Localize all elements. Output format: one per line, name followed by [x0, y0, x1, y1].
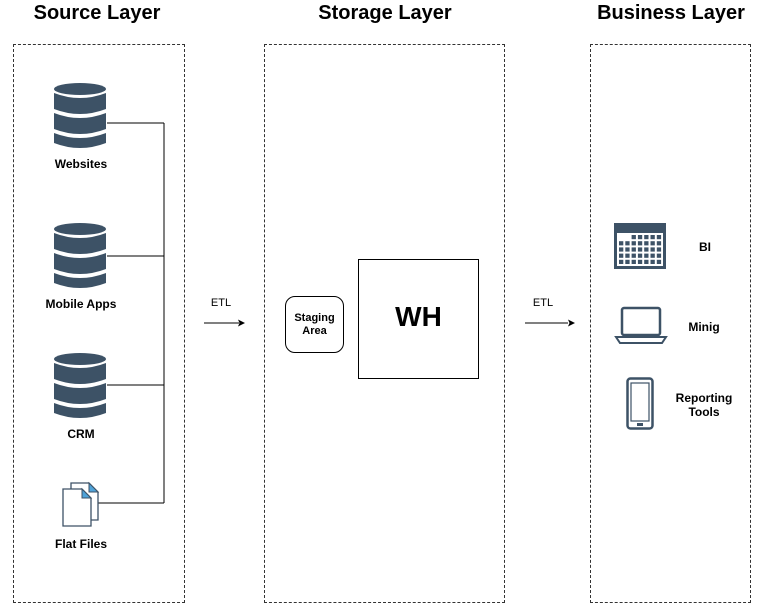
- source-layer-panel: [13, 44, 185, 603]
- warehouse-box: WH: [358, 259, 479, 379]
- etl-label-left: ETL: [210, 297, 232, 309]
- calendar-grid-icon: [614, 223, 666, 269]
- business-label-minig: Minig: [688, 320, 720, 334]
- source-label-websites: Websites: [54, 157, 108, 171]
- business-label-bi: BI: [699, 240, 711, 254]
- source-label-crm: CRM: [67, 427, 95, 441]
- storage-layer-title: Storage Layer: [318, 2, 452, 24]
- documents-icon: [62, 481, 100, 527]
- database-icon: [54, 353, 106, 418]
- database-icon: [54, 83, 106, 148]
- business-label-reporting-tools: Reporting Tools: [675, 391, 733, 419]
- business-layer-panel: [590, 44, 751, 603]
- tablet-icon: [626, 377, 654, 430]
- etl-label-right: ETL: [532, 297, 554, 309]
- database-icon: [54, 223, 106, 288]
- staging-area-label: Staging Area: [294, 311, 335, 337]
- staging-area-box: Staging Area: [285, 296, 344, 353]
- source-label-flat-files: Flat Files: [54, 537, 107, 551]
- business-layer-title: Business Layer: [597, 2, 745, 24]
- source-layer-title: Source Layer: [33, 2, 161, 24]
- laptop-icon: [614, 306, 668, 344]
- source-label-mobile-apps: Mobile Apps: [45, 297, 117, 311]
- storage-layer-panel: [264, 44, 505, 603]
- warehouse-label: WH: [395, 301, 442, 332]
